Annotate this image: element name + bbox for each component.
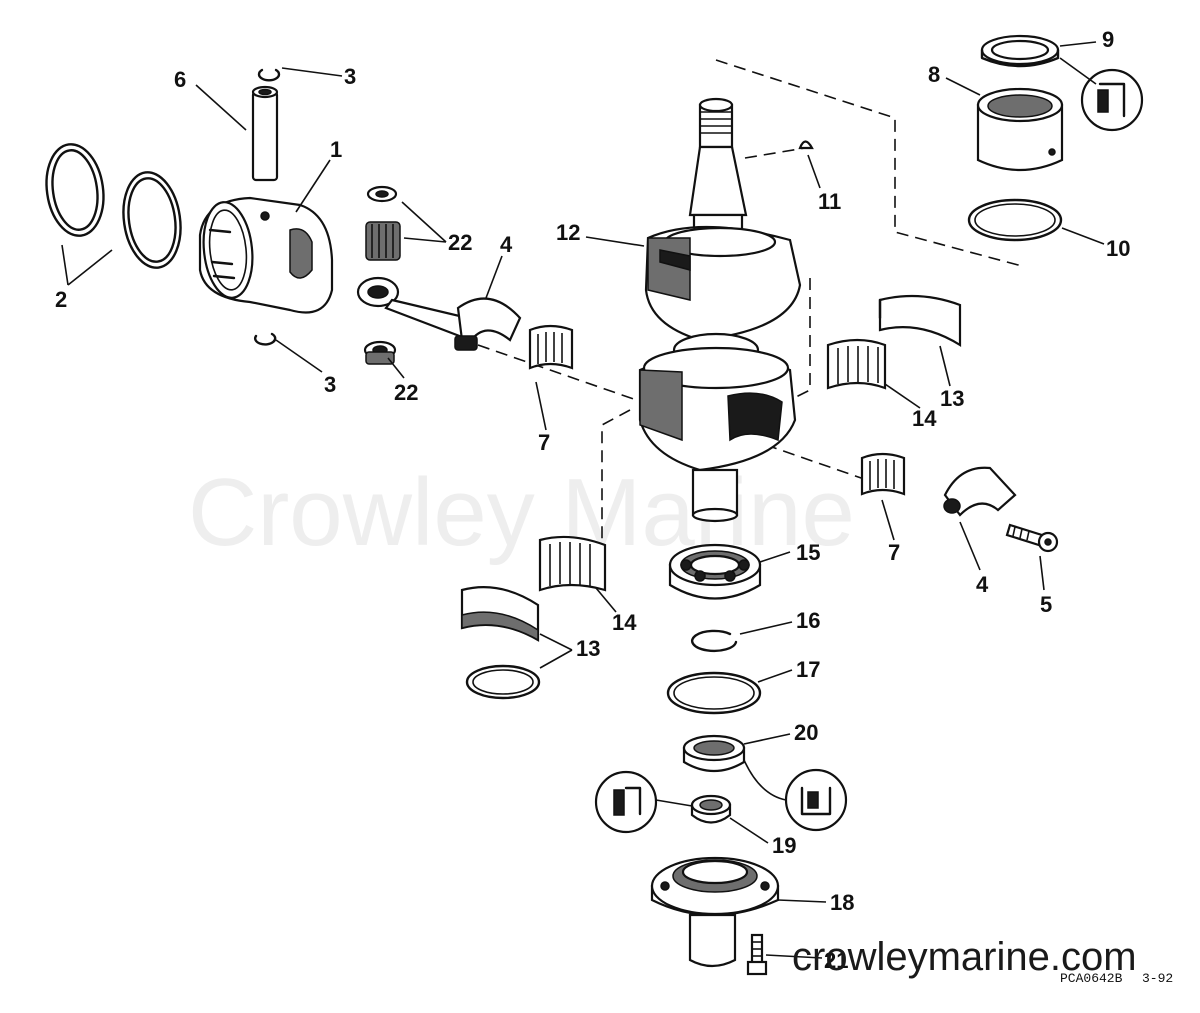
callout-labels: 1 2 3 3 4 4 5 6 7 7 8 9 10 11 12 13 13 1…: [55, 27, 1130, 973]
callout-9: 9: [1102, 27, 1114, 52]
woodruff-key: [798, 140, 814, 150]
leader-lines: [61, 41, 1105, 959]
callout-4-rod: 4: [500, 232, 513, 257]
callout-15: 15: [796, 540, 820, 565]
site-url-watermark: crowleymarine.com: [792, 935, 1137, 979]
upper-seal-ring: [980, 34, 1060, 68]
lower-bearing-housing: [650, 856, 780, 968]
callout-2: 2: [55, 287, 67, 312]
callout-4-cap: 4: [976, 572, 989, 597]
callout-21: 21: [824, 948, 848, 973]
upper-o-ring: [967, 198, 1063, 242]
callout-6: 6: [174, 67, 186, 92]
pin-retaining-ring-bottom: [254, 332, 277, 346]
callout-20: 20: [794, 720, 818, 745]
pin-retaining-ring-top: [257, 68, 281, 82]
callout-13-left: 13: [576, 636, 600, 661]
callout-12: 12: [556, 220, 580, 245]
callout-1: 1: [330, 137, 342, 162]
connecting-rod: [356, 276, 522, 351]
lower-oil-seal-inner: [690, 794, 732, 824]
center-bearing-retaining-ring: [465, 664, 541, 700]
watermark-text: Crowley Marine: [188, 459, 855, 566]
callout-17: 17: [796, 657, 820, 682]
connecting-rod-cap: [943, 466, 1017, 517]
callout-19: 19: [772, 833, 796, 858]
callout-3-bottom: 3: [324, 372, 336, 397]
center-bearing-race-right: [878, 294, 962, 347]
center-bearing-cage-right: [826, 338, 887, 390]
wrist-pin-bearing-upper: [365, 185, 401, 261]
seal-detail-badge-right: [743, 759, 848, 832]
rod-bearing-cage-lower: [860, 452, 906, 496]
callout-16: 16: [796, 608, 820, 633]
lower-o-ring: [666, 671, 762, 715]
callout-14-right: 14: [912, 406, 937, 431]
lower-ball-bearing: [668, 543, 762, 600]
upper-main-bearing: [976, 87, 1064, 172]
bearing-retaining-ring: [690, 629, 738, 653]
wrist-pin-bearing-lower: [363, 340, 397, 365]
wrist-pin: [251, 85, 279, 182]
callout-22-upper: 22: [448, 230, 472, 255]
callout-18: 18: [830, 890, 854, 915]
rod-cap-screw: [1005, 523, 1059, 553]
piston-rings: [45, 143, 182, 269]
callout-22-lower: 22: [394, 380, 418, 405]
callout-14-left: 14: [612, 610, 637, 635]
housing-screw: [746, 933, 768, 976]
callout-11: 11: [818, 189, 841, 214]
lower-oil-seal-outer: [682, 734, 746, 772]
figure-code: PCA0642B: [1060, 971, 1123, 986]
center-bearing-cage-left: [538, 535, 607, 592]
callout-8: 8: [928, 62, 940, 87]
crankshaft: [638, 97, 802, 523]
center-bearing-race-left: [460, 586, 540, 642]
rod-bearing-cage-upper: [528, 324, 574, 370]
figure-date: 3-92: [1142, 971, 1173, 986]
seal-detail-badge-left: [594, 770, 693, 834]
callout-5: 5: [1040, 592, 1052, 617]
seal-detail-badge-top: [1080, 68, 1144, 132]
callout-13-right: 13: [940, 386, 964, 411]
piston: [198, 196, 334, 314]
callout-3-top: 3: [344, 64, 356, 89]
callout-7-lower: 7: [888, 540, 900, 565]
callout-10: 10: [1106, 236, 1130, 261]
callout-7-upper: 7: [538, 430, 550, 455]
